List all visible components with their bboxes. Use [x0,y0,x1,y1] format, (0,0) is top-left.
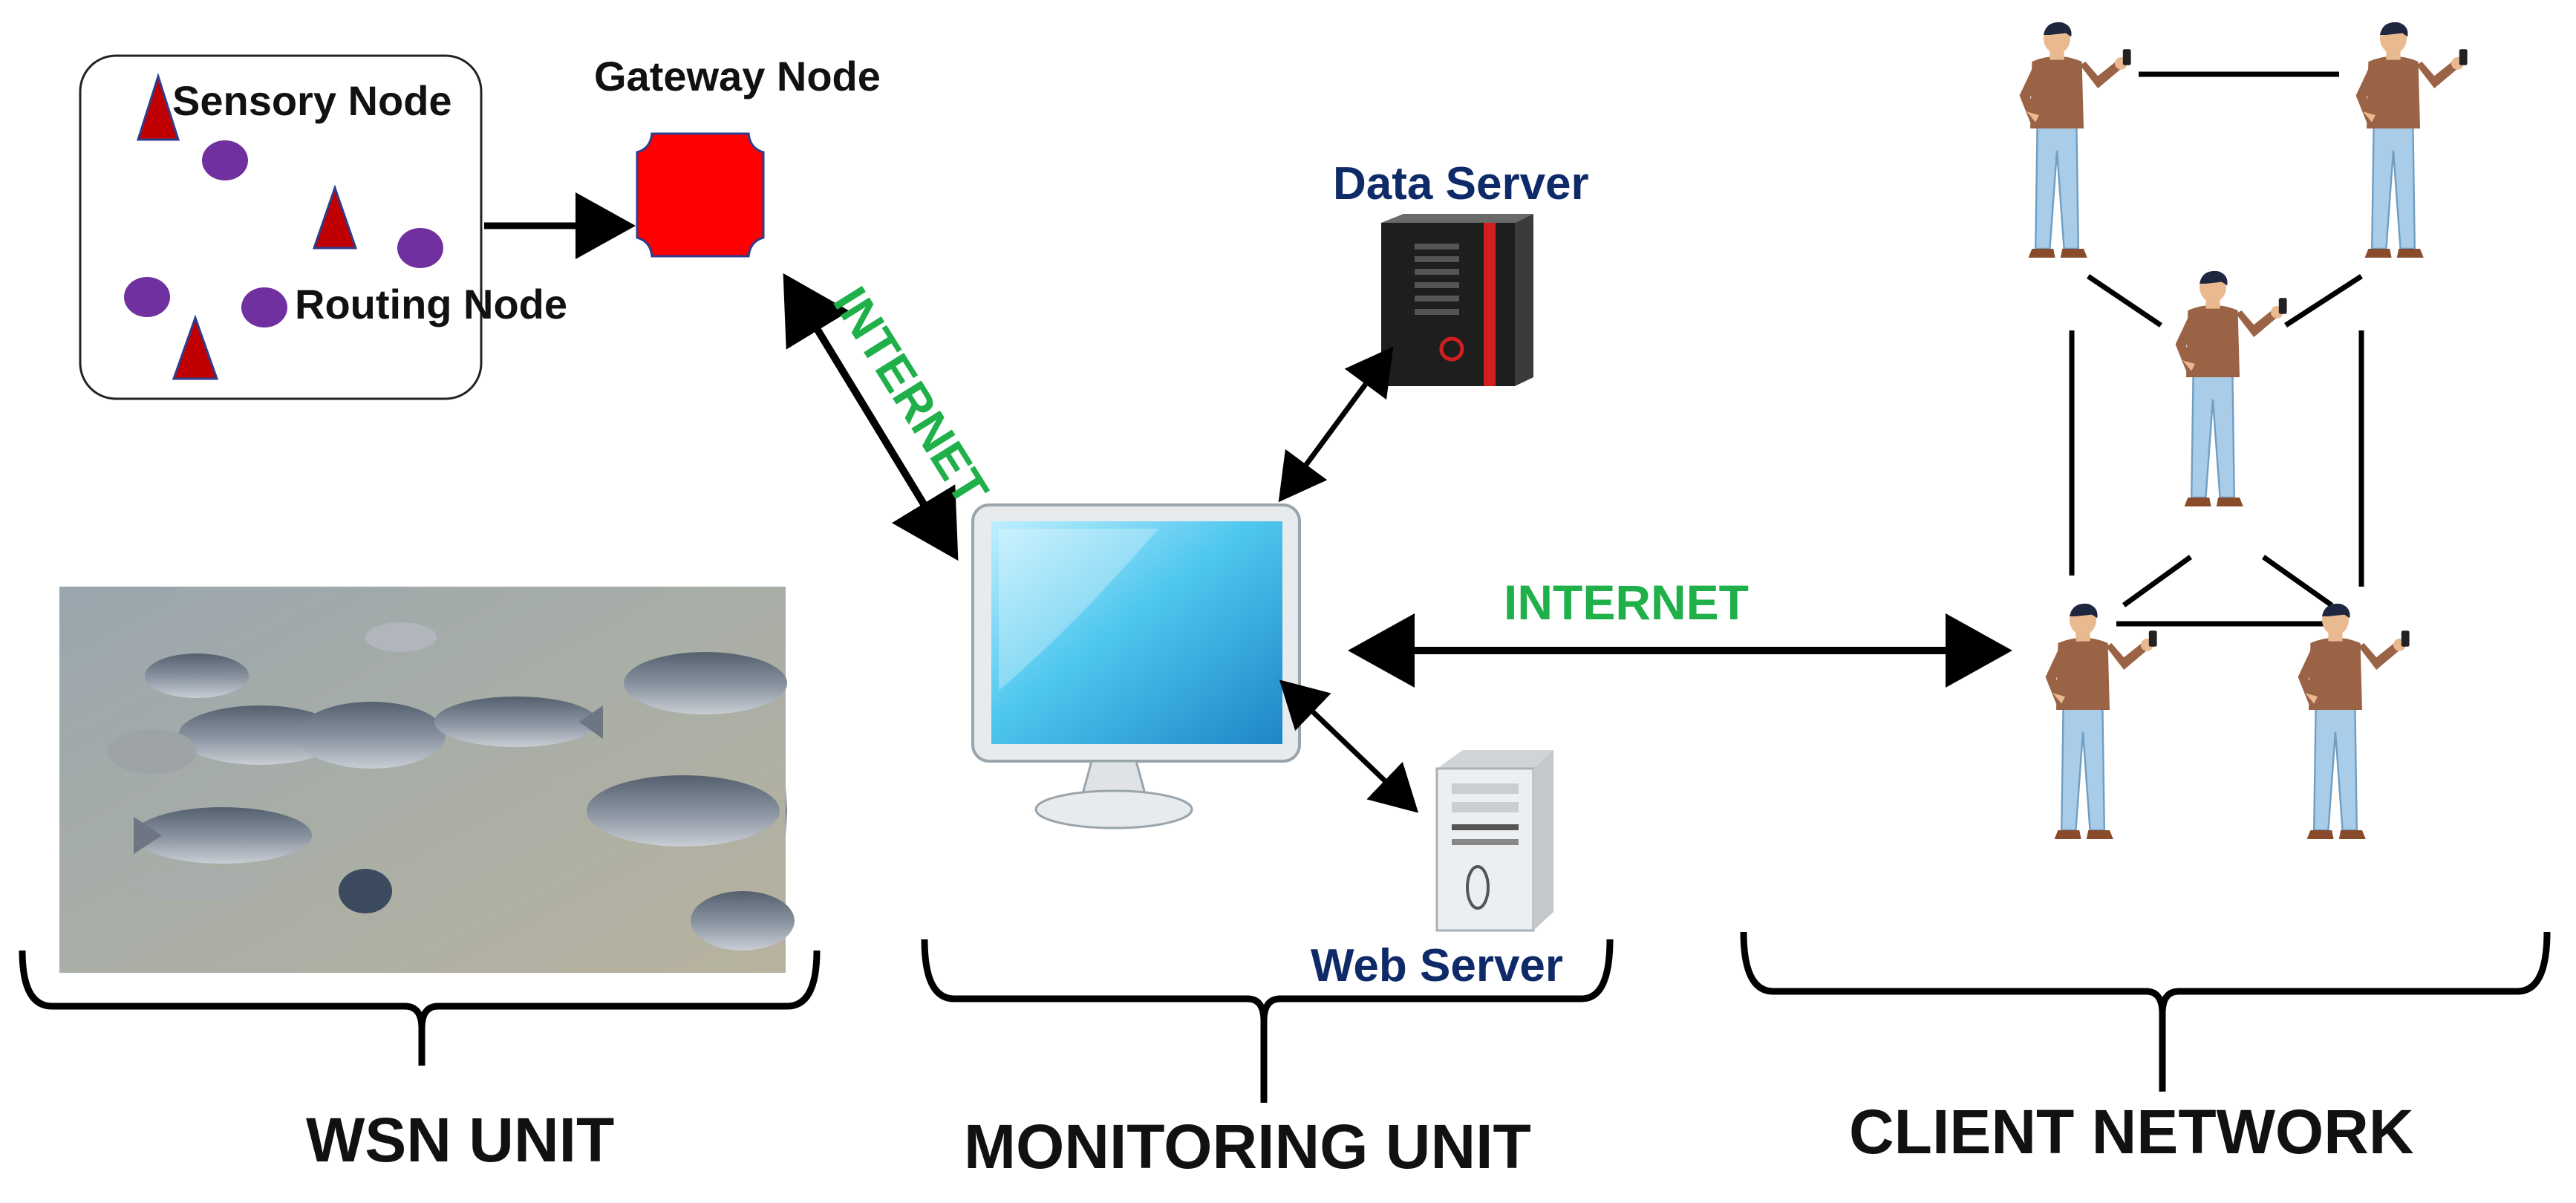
monitoring-unit-title: MONITORING UNIT [964,1112,1531,1181]
monitoring-unit-brace [921,939,1614,1103]
client-person-icon [2174,270,2288,508]
wsn-field-box [79,54,483,400]
routing-node-icon [241,287,287,327]
gateway-node-icon [636,132,765,258]
monitor-icon [971,503,1301,829]
routing-node-label: Routing Node [295,281,568,327]
sensory-node-label: Sensory Node [172,77,452,124]
routing-node-icon [202,140,248,180]
monitor-web-server-arrow [1279,679,1419,813]
data-server-label: Data Server [1333,158,1589,209]
internet-label-horizontal: INTERNET [1504,575,1749,630]
fish-photo [59,587,795,973]
routing-node-icon [124,277,170,317]
wsn-unit-title: WSN UNIT [306,1105,615,1175]
client-network-links [2069,71,2364,627]
client-network-title: CLIENT NETWORK [1849,1097,2414,1167]
client-person-icon [2044,602,2158,841]
data-server-icon [1381,214,1533,386]
sensory-node-icon [172,314,219,380]
web-server-label: Web Server [1311,940,1564,991]
gateway-node-label: Gateway Node [594,53,881,100]
sensory-node-icon [312,184,358,250]
client-person-icon [2355,21,2468,259]
monitor-data-server-arrow [1278,346,1394,503]
gateway-monitor-internet-arrow [783,273,959,561]
sensory-node-icon [136,73,180,141]
routing-node-icon [397,228,443,268]
client-network-brace [1740,931,2551,1092]
web-server-icon [1435,750,1553,932]
client-person-icon [2018,21,2132,259]
wsn-unit-brace [19,950,821,1066]
client-person-icon [2297,602,2410,841]
